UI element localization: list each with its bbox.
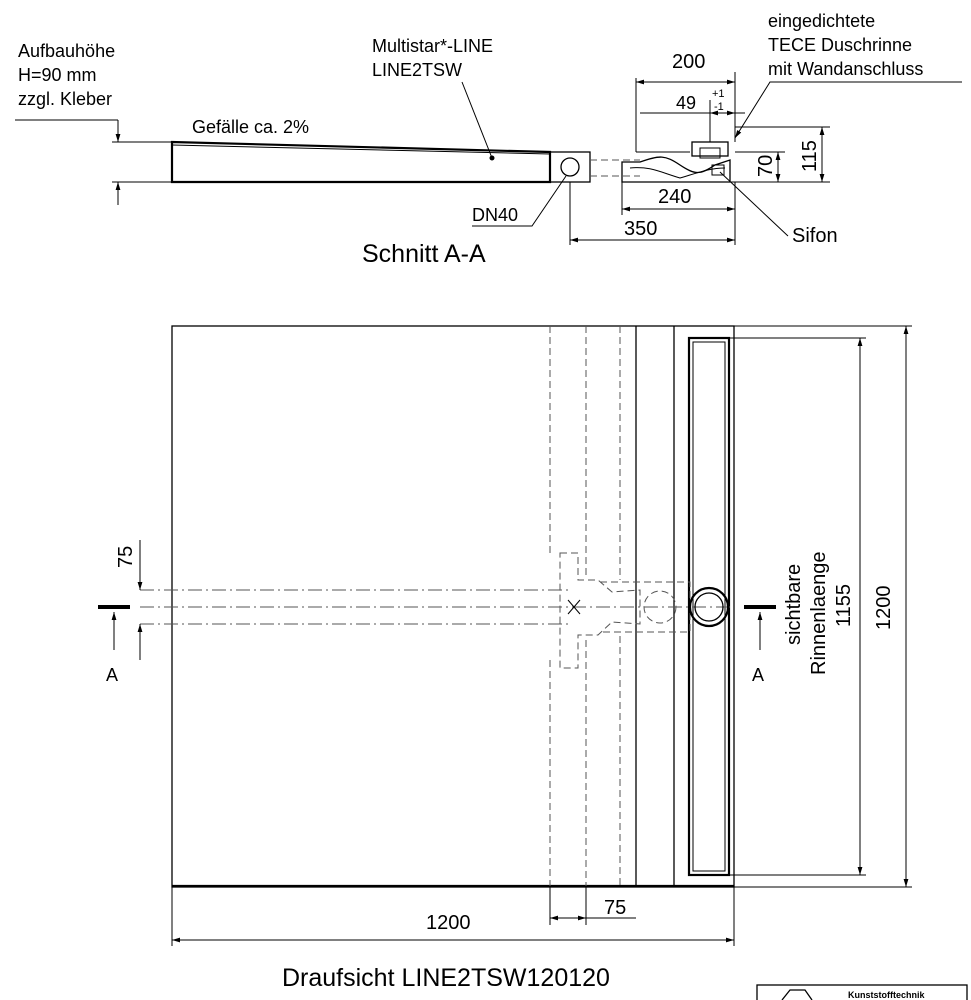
height-label-line2: H=90 mm xyxy=(18,65,97,85)
manufacturer-logo: Kunststofftechnik xyxy=(756,984,968,1000)
dim-70-text: 70 xyxy=(755,155,777,177)
dim-1200-horizontal-text: 1200 xyxy=(426,912,471,934)
cut-label-right: A xyxy=(752,665,764,685)
dim-1200-vertical-text: 1200 xyxy=(873,586,895,631)
channel-label-line2: Rinnenlaenge xyxy=(808,552,830,675)
dim-240-350 xyxy=(569,182,736,245)
height-label-line3: zzgl. Kleber xyxy=(18,89,112,109)
section-title: Schnitt A-A xyxy=(362,240,486,268)
drain-note-line3: mit Wandanschluss xyxy=(768,59,923,79)
logo-text: Kunststofftechnik xyxy=(848,990,925,1000)
dim-75-bottom-text: 75 xyxy=(604,897,626,919)
dim-70-115 xyxy=(730,126,830,183)
section-view: Aufbauhöhe H=90 mm zzgl. Kleber Gefälle … xyxy=(15,11,962,268)
plan-view: A A 75 sichtbare Rinnenlaenge 1155 1200 xyxy=(98,325,912,992)
slope-label: Gefälle ca. 2% xyxy=(192,117,309,137)
tray-section xyxy=(170,140,731,184)
dim-200-text: 200 xyxy=(672,51,705,73)
dim-1200-vertical xyxy=(734,325,912,888)
tol-minus: -1 xyxy=(714,101,724,113)
height-label-line1: Aufbauhöhe xyxy=(18,41,115,61)
cut-marker-right xyxy=(744,605,776,650)
siphon-label: Sifon xyxy=(792,225,838,247)
dim-75-bottom xyxy=(549,886,636,925)
product-label-line2: LINE2TSW xyxy=(372,60,462,80)
siphon-leader xyxy=(719,171,789,237)
drain-note-line1: eingedichtete xyxy=(768,11,875,31)
dim-200 xyxy=(635,72,736,142)
dim-49-text: 49 xyxy=(676,93,696,113)
plan-title: Draufsicht LINE2TSW120120 xyxy=(282,964,610,992)
dn40-label: DN40 xyxy=(472,205,518,225)
channel-label-line1: sichtbare xyxy=(783,564,805,645)
drain-outlet xyxy=(688,586,730,628)
product-leader xyxy=(461,81,493,159)
cut-label-left: A xyxy=(106,665,118,685)
dim-240-text: 240 xyxy=(658,186,691,208)
dim-115-text: 115 xyxy=(799,140,821,172)
dim-75-left-text: 75 xyxy=(115,546,137,568)
tol-plus: +1 xyxy=(712,88,725,100)
hidden-pipe-lines xyxy=(140,326,734,886)
logo-icon xyxy=(781,989,813,1000)
drain-note-leader xyxy=(734,81,962,139)
dim-350-text: 350 xyxy=(624,218,657,240)
dim-1155 xyxy=(729,337,866,876)
dim-1200-horizontal xyxy=(171,887,735,946)
dim-1155-text: 1155 xyxy=(833,584,855,627)
cut-marker-left xyxy=(98,605,130,650)
height-dimension xyxy=(15,119,172,205)
product-leader-dot xyxy=(489,155,495,161)
dim-49 xyxy=(640,100,745,142)
dn40-leader xyxy=(472,175,567,227)
product-label-line1: Multistar*-LINE xyxy=(372,36,493,56)
drain-note-line2: TECE Duschrinne xyxy=(768,35,912,55)
